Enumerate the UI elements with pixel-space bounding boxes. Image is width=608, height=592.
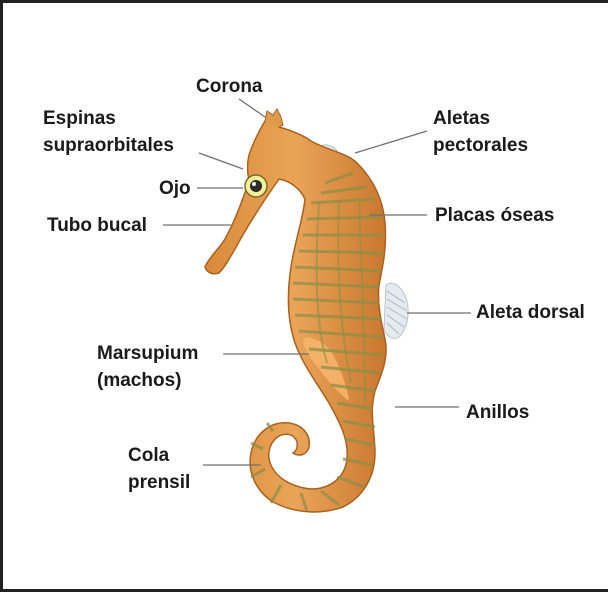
label-placas-oseas: Placas óseas <box>435 202 554 229</box>
label-anillos: Anillos <box>466 399 529 426</box>
corona-line <box>239 99 265 117</box>
label-marsupium-line-2: (machos) <box>97 367 198 394</box>
label-cola-prensil: Cola prensil <box>128 442 190 496</box>
label-aletas-pectorales: Aletas pectorales <box>433 105 528 159</box>
seahorse-body <box>205 115 386 512</box>
dorsal-fin <box>384 283 408 338</box>
label-marsupium-line-1: Marsupium <box>97 340 198 367</box>
label-corona: Corona <box>196 73 263 100</box>
label-tubo-bucal: Tubo bucal <box>47 212 147 239</box>
espinas-line <box>199 153 243 169</box>
label-espinas-line-2: supraorbitales <box>43 132 174 159</box>
label-aleta-dorsal: Aleta dorsal <box>476 299 585 326</box>
label-aletas-line-2: pectorales <box>433 132 528 159</box>
label-aletas-line-1: Aletas <box>433 105 528 132</box>
seahorse-illustration <box>3 3 608 589</box>
label-cola-line-1: Cola <box>128 442 190 469</box>
label-espinas-supraorbitales: Espinas supraorbitales <box>43 105 174 159</box>
label-espinas-line-1: Espinas <box>43 105 174 132</box>
label-ojo: Ojo <box>159 175 191 202</box>
aletas-pectorales-line <box>355 131 427 153</box>
eye <box>245 175 267 197</box>
label-cola-line-2: prensil <box>128 469 190 496</box>
label-marsupium: Marsupium (machos) <box>97 340 198 394</box>
